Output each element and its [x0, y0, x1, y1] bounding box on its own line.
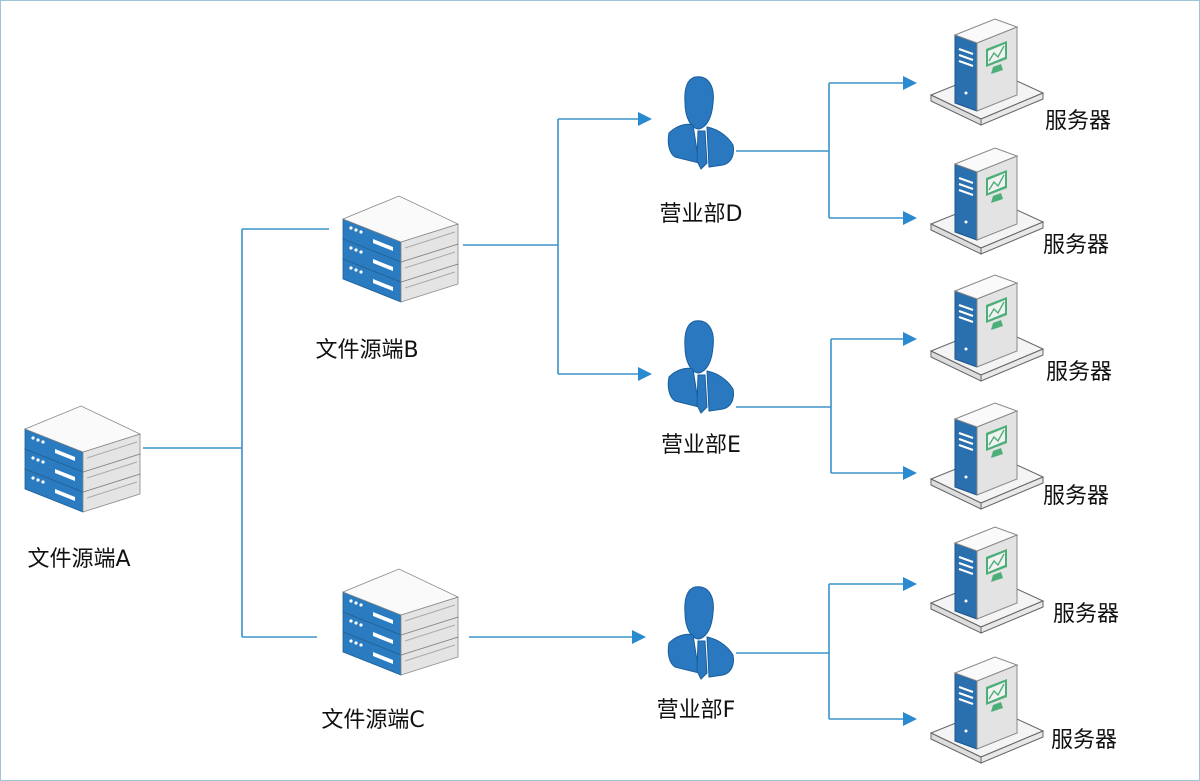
person-icon — [667, 586, 735, 680]
source-label: 文件源端C — [321, 708, 424, 733]
tower-server-icon — [930, 656, 1044, 764]
department-label: 营业部D — [660, 202, 743, 227]
department-label: 营业部F — [657, 698, 736, 723]
server-node[interactable]: 服务器 — [930, 274, 1112, 385]
tower-server-icon — [930, 402, 1044, 510]
arrow-icon — [903, 211, 917, 225]
server-stack-icon — [25, 406, 140, 512]
source-node-a[interactable]: 文件源端A — [25, 406, 140, 572]
server-label: 服务器 — [1053, 602, 1119, 627]
arrow-icon — [903, 76, 917, 90]
server-node[interactable]: 服务器 — [930, 402, 1109, 510]
source-node-c[interactable]: 文件源端C — [321, 569, 458, 733]
server-node[interactable]: 服务器 — [930, 18, 1111, 134]
department-node-f[interactable]: 营业部F — [657, 586, 736, 723]
source-node-b[interactable]: 文件源端B — [315, 196, 458, 363]
department-node-e[interactable]: 营业部E — [661, 320, 741, 458]
arrow-icon — [632, 630, 646, 644]
person-icon — [667, 76, 735, 170]
server-label: 服务器 — [1043, 233, 1109, 258]
connectors — [143, 82, 904, 720]
arrow-icon — [903, 466, 917, 480]
source-label: 文件源端A — [27, 547, 130, 572]
server-node[interactable]: 服务器 — [930, 656, 1117, 764]
arrow-icon — [903, 332, 917, 346]
tower-server-icon — [930, 274, 1044, 382]
server-label: 服务器 — [1051, 728, 1117, 753]
server-stack-icon — [343, 569, 458, 675]
tower-server-icon — [930, 526, 1044, 634]
tower-server-icon — [930, 18, 1044, 126]
arrow-icon — [903, 577, 917, 591]
department-label: 营业部E — [661, 433, 741, 458]
server-label: 服务器 — [1046, 360, 1112, 385]
arrow-icon — [638, 367, 652, 381]
server-node[interactable]: 服务器 — [930, 526, 1119, 634]
server-stack-icon — [343, 196, 458, 302]
person-icon — [667, 320, 735, 414]
department-node-d[interactable]: 营业部D — [660, 76, 743, 227]
server-node[interactable]: 服务器 — [930, 147, 1109, 258]
arrow-icon — [903, 712, 917, 726]
tower-server-icon — [930, 147, 1044, 255]
arrow-icon — [638, 112, 652, 126]
server-label: 服务器 — [1043, 484, 1109, 509]
source-label: 文件源端B — [315, 338, 418, 363]
server-label: 服务器 — [1045, 109, 1111, 134]
